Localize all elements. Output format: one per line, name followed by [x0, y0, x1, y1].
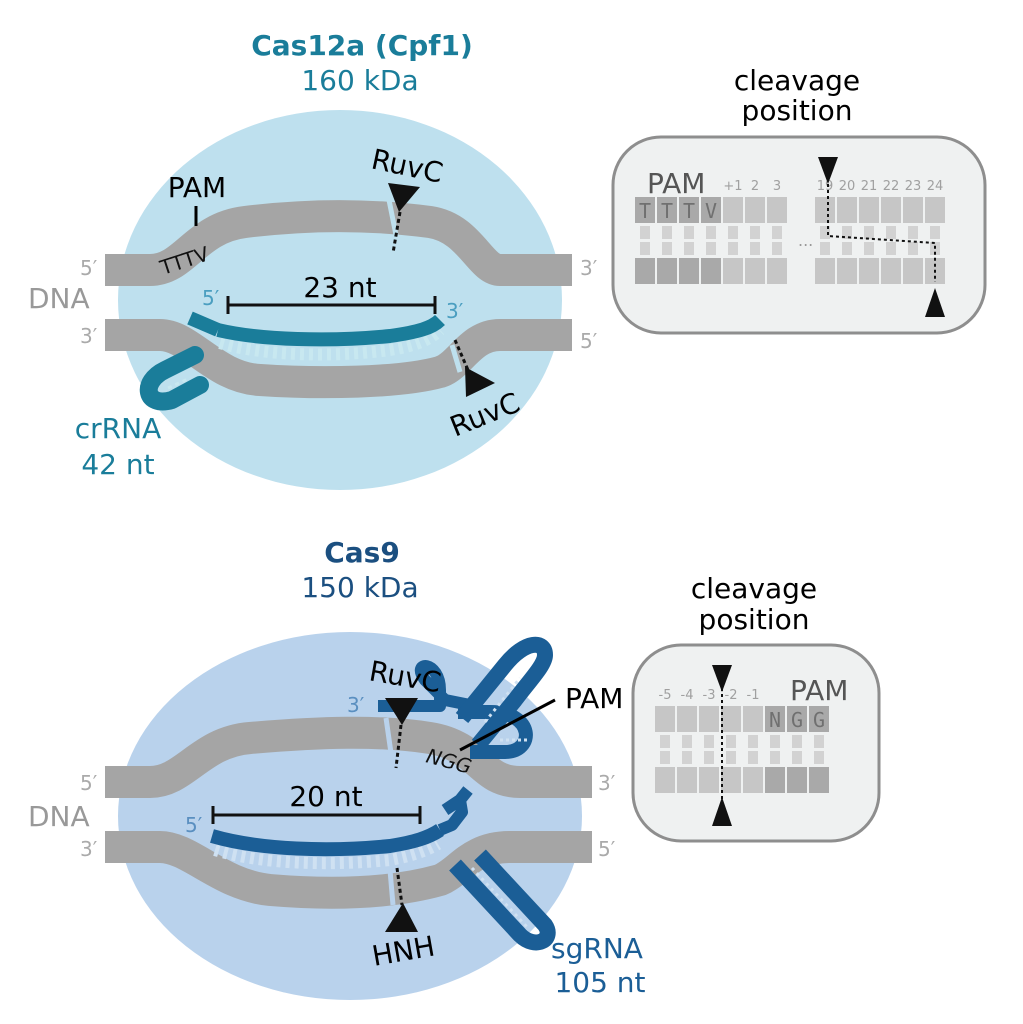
- cas12a-position-label: 3: [773, 179, 781, 194]
- cas9-dna-label: DNA: [28, 800, 90, 833]
- cas9-base-column: [699, 706, 719, 793]
- cas12a-dna-top-strand: [105, 200, 572, 286]
- cas9-ruvc-arrow: [385, 698, 418, 725]
- cas12a-pam-base: T: [683, 199, 695, 223]
- sgrna-size: 105 nt: [554, 966, 645, 999]
- cas12a-base-column: [859, 197, 879, 284]
- cas12a-pam-base-column: [679, 197, 699, 284]
- cas9-rna-3prime: 3′: [347, 693, 365, 717]
- cas9-end-bottom-right: 5′: [598, 837, 616, 861]
- cas9-base-column: [677, 706, 697, 793]
- cas9-pam-base-column: [809, 706, 829, 793]
- crrna-name: crRNA: [75, 412, 161, 445]
- cas12a-ruvc-top-arrow: [388, 183, 420, 212]
- cas9-end-bottom-left: 3′: [80, 837, 98, 861]
- cas12a-base-column: [723, 197, 743, 284]
- cas9-position-label: -1: [747, 688, 760, 703]
- cas12a-spacer-bracket: [226, 296, 437, 314]
- cas12a-base-column: [815, 197, 835, 284]
- cas12a-rna-5prime: 5′: [202, 286, 220, 310]
- cas12a-position-label: 23: [905, 179, 922, 194]
- cas12a-cut-arrow-bottom: [925, 288, 945, 317]
- cas12a-position-label: 19: [817, 179, 834, 194]
- cas12a-position-label: 20: [839, 179, 856, 194]
- sgrna: [210, 636, 556, 951]
- cas12a-size: 160 kDa: [301, 64, 418, 97]
- cas12a-pam-base-column: [635, 197, 655, 284]
- cas9-pam-label: PAM: [565, 682, 623, 715]
- cas12a-base-column: [745, 197, 765, 284]
- cas12a-base-column: [881, 197, 901, 284]
- cas9-base-column: [655, 706, 675, 793]
- cas12a-end-bottom-right: 5′: [580, 329, 598, 353]
- cas9-spacer-length: 20 nt: [289, 780, 362, 813]
- cas12a-end-bottom-left: 3′: [80, 324, 98, 348]
- cas9-pam-base: G: [791, 708, 803, 732]
- cas12a-spacer-length: 23 nt: [303, 271, 376, 304]
- cas12a-pam-base: T: [661, 199, 673, 223]
- crrna: [139, 311, 445, 411]
- cas12a-end-top-right: 3′: [580, 256, 598, 280]
- cas12a-pam-label: PAM: [168, 171, 226, 204]
- cas12a-position-label: 22: [883, 179, 900, 194]
- cas9-position-label: -3: [703, 688, 716, 703]
- cas12a-pam-base: V: [705, 199, 717, 223]
- cas12a-title: Cas12a (Cpf1): [251, 29, 473, 62]
- cas12a-pam-base-column: [657, 197, 677, 284]
- cas9-panel: Cas9 150 kDa 3′ 5′: [28, 536, 646, 1000]
- cas12a-cleavage-ellipsis: ...: [798, 231, 813, 250]
- cas12a-pam-base-column: [701, 197, 721, 284]
- cas9-dna-bottom-strand: [105, 831, 592, 909]
- cas9-spacer-bracket: [211, 806, 422, 824]
- cas12a-position-label: 24: [927, 179, 944, 194]
- cas9-size: 150 kDa: [301, 571, 418, 604]
- cas9-title: Cas9: [324, 536, 400, 569]
- cas12a-pam-base: T: [639, 199, 651, 223]
- cas12a-cleavage-pam-label: PAM: [647, 167, 705, 200]
- cas12a-end-top-left: 5′: [80, 256, 98, 280]
- cas12a-cleavage-title-1: cleavage: [734, 64, 860, 97]
- cas9-end-top-right: 3′: [598, 771, 616, 795]
- cas9-end-top-left: 5′: [80, 771, 98, 795]
- cas9-cleavage-pam-label: PAM: [790, 674, 848, 707]
- cas12a-base-column: [767, 197, 787, 284]
- cas12a-base-column: [837, 197, 857, 284]
- cas9-cut-arrow-bottom: [712, 797, 732, 826]
- cas9-pam-base-column: [787, 706, 807, 793]
- cas9-position-label: -2: [725, 688, 738, 703]
- cas9-base-column: [721, 706, 741, 793]
- cas12a-position-label: +1: [723, 179, 742, 194]
- cas9-position-label: -4: [681, 688, 694, 703]
- cas12a-panel: Cas12a (Cpf1) 160 kDa 5′ 3′ 23 nt: [28, 29, 598, 490]
- cas12a-cut-arrow-top: [818, 157, 838, 184]
- cas12a-position-label: 21: [861, 179, 878, 194]
- cas9-hnh-arrow: [385, 903, 418, 932]
- cas12a-protein-body: [118, 110, 562, 490]
- cas9-cut-arrow-top: [712, 665, 732, 692]
- cas9-dna-top-strand: [105, 716, 592, 798]
- cas9-base-column: [743, 706, 763, 793]
- cas9-cleavage-title-2: position: [699, 603, 810, 636]
- sgrna-name: sgRNA: [551, 932, 643, 965]
- cas12a-cleavage-title-2: position: [742, 94, 853, 127]
- cas12a-position-label: 2: [751, 179, 759, 194]
- cas9-pam-base-column: [765, 706, 785, 793]
- cas9-rna-5prime: 5′: [185, 813, 203, 837]
- cas12a-dna-label: DNA: [28, 282, 90, 315]
- cas9-pam-base: G: [813, 708, 825, 732]
- crrna-size: 42 nt: [81, 448, 154, 481]
- cas12a-rna-3prime: 3′: [446, 299, 464, 323]
- cas9-position-label: -5: [659, 688, 672, 703]
- cas9-cleavage-title-1: cleavage: [691, 572, 817, 605]
- cas12a-ruvc-bottom-arrow: [465, 367, 495, 397]
- cas9-pam-base: N: [769, 708, 781, 732]
- cas12a-base-column: [903, 197, 923, 284]
